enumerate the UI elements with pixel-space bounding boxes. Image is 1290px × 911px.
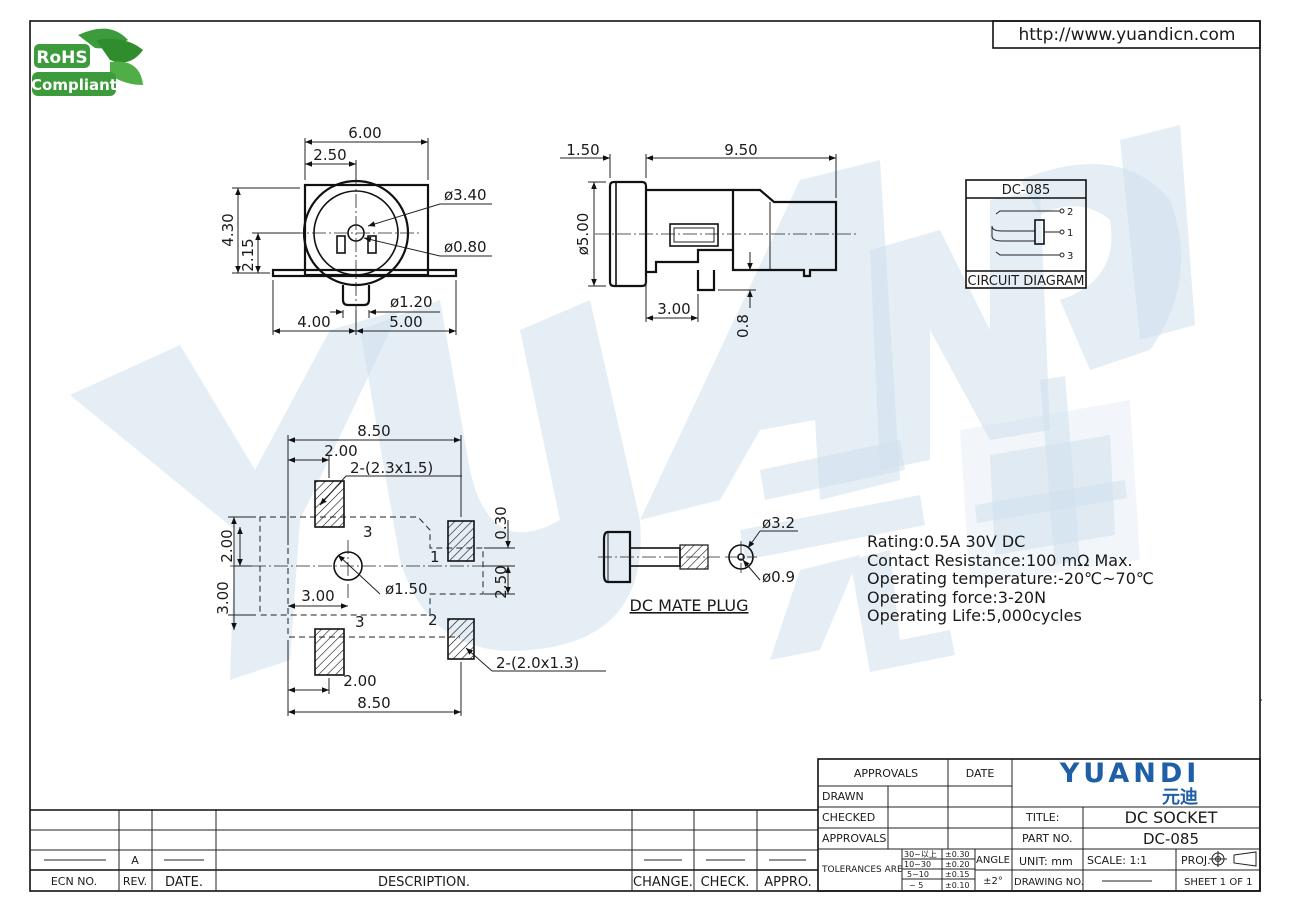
dim-pcb-dia-1-50: ø1.50	[385, 580, 428, 598]
tolerance-value-3: ±0.15	[945, 870, 970, 879]
pad-label-3-bottom: 3	[355, 613, 365, 631]
spec-contact-resistance: Contact Resistance:100 mΩ Max.	[867, 551, 1133, 570]
dim-dia-3-40: ø3.40	[444, 186, 487, 204]
dim-post-0-8: 0.8	[734, 314, 752, 338]
spec-operating-life: Operating Life:5,000cycles	[867, 606, 1082, 625]
dim-offset-2-50: 2.50	[313, 146, 346, 164]
label-drawn: DRAWN	[822, 790, 864, 803]
dim-center-2-15: 2.15	[239, 238, 257, 271]
label-title: TITLE:	[1025, 811, 1059, 824]
header-description: DESCRIPTION.	[378, 875, 470, 890]
dc-mate-plug: ø3.2 ø0.9 DC MATE PLUG	[598, 514, 798, 615]
label-tolerances: TOLERANCES ARE	[821, 865, 903, 875]
pin-1-label: 1	[1067, 228, 1073, 239]
revision-value: A	[131, 854, 139, 867]
dim-dia-5-00: ø5.00	[574, 213, 592, 256]
dim-post-offset-3-00: 3.00	[657, 300, 690, 318]
dim-plug-dia-0-9: ø0.9	[762, 568, 795, 586]
dim-dia-1-20: ø1.20	[390, 293, 433, 311]
compliant-label: Compliant	[31, 76, 117, 94]
rohs-logo: RoHS Compliant	[31, 28, 143, 96]
circuit-caption: CIRCUIT DIAGRAM	[968, 274, 1085, 289]
dim-height-4-30: 4.30	[219, 213, 237, 246]
pad-label-1: 1	[430, 548, 440, 566]
dim-pcb-2-50: 2.50	[492, 565, 510, 598]
tolerance-range-1: 30~以上	[904, 850, 937, 859]
pin-2-label: 2	[1067, 207, 1073, 218]
drawing-title: DC SOCKET	[1125, 808, 1218, 827]
front-view-dims: 6.00 2.50 4.30 2.15 ø3.40 ø0.80 ø1.20 4.…	[219, 124, 492, 335]
tolerance-value-4: ±0.10	[945, 881, 970, 890]
side-view-dims: 1.50 9.50 ø5.00 3.00 0.8	[560, 141, 837, 338]
spec-operating-temperature: Operating temperature:-20℃~70℃	[867, 569, 1154, 588]
dim-pad-size-bottom: 2-(2.0x1.3)	[496, 654, 579, 672]
dim-flange-1-50: 1.50	[566, 141, 599, 159]
dim-pcb-3-00-horiz: 3.00	[301, 587, 334, 605]
header-change: CHANGE.	[633, 875, 693, 890]
yuandi-logo-cn: 元迪	[1162, 787, 1198, 808]
header-date: DATE.	[165, 875, 203, 890]
sheet-info: SHEET 1 OF 1	[1184, 877, 1253, 888]
title-block: APPROVALS DATE DRAWN CHECKED APPROVALS T…	[817, 758, 1261, 892]
dim-pcb-pad-offset-top: 2.00	[324, 442, 357, 460]
dim-pcb-pad-offset-bottom: 2.00	[343, 672, 376, 690]
dim-pad-size-top: 2-(2.3x1.5)	[350, 459, 433, 477]
circuit-part-label: DC-085	[1002, 183, 1051, 198]
dim-pcb-width-top: 8.50	[357, 422, 390, 440]
label-scale: SCALE: 1:1	[1087, 854, 1147, 867]
dim-right-5-00: 5.00	[389, 313, 422, 331]
label-drawing-no: DRAWING NO.	[1014, 877, 1084, 888]
label-approvals-header: APPROVALS	[854, 767, 918, 780]
tolerance-value-2: ±0.20	[945, 860, 970, 869]
circuit-diagram: DC-085 CIRCUIT DIAGRAM 2 1 3	[965, 179, 1087, 289]
projection-symbol-icon	[1209, 851, 1257, 867]
label-angle: ANGLE	[976, 855, 1010, 866]
dim-length-9-50: 9.50	[724, 141, 757, 159]
dim-pcb-width-bottom: 8.50	[357, 694, 390, 712]
pcb-layout-dims: 8.50 2.00 2-(2.3x1.5) 0.30 2.50 2.00 3.0…	[214, 422, 606, 716]
website-url[interactable]: http://www.yuandicn.com	[1018, 25, 1235, 45]
label-unit: UNIT: mm	[1019, 855, 1073, 868]
dim-pcb-2-00-vert: 2.00	[218, 529, 236, 562]
side-view	[595, 180, 856, 292]
label-date-header: DATE	[966, 767, 995, 780]
plug-caption: DC MATE PLUG	[630, 596, 749, 615]
url-box	[992, 20, 1261, 49]
spec-rating: Rating:0.5A 30V DC	[867, 532, 1025, 551]
label-part-no: PART NO.	[1022, 832, 1072, 845]
dim-width-6-00: 6.00	[348, 124, 381, 142]
tolerance-range-4: ~ 5	[909, 881, 923, 890]
yuandi-watermark	[70, 125, 1195, 680]
yuandi-logo-text: YUANDI	[1059, 758, 1201, 789]
tolerance-value-1: ±0.30	[945, 850, 970, 859]
angle-value: ±2°	[983, 876, 1003, 887]
header-ecn-no: ECN NO.	[51, 875, 97, 888]
header-rev: REV.	[123, 875, 147, 888]
header-appro: APPRO.	[764, 875, 811, 890]
dim-plug-dia-3-2: ø3.2	[762, 514, 795, 532]
revision-block: A ECN NO. REV. DATE. DESCRIPTION. CHANGE…	[30, 809, 818, 891]
pin-3-label: 3	[1067, 251, 1073, 262]
dim-pcb-0-30: 0.30	[492, 506, 510, 539]
tolerance-range-3: 5~10	[907, 870, 929, 879]
label-checked: CHECKED	[822, 811, 875, 824]
tolerance-range-2: 10~30	[904, 860, 931, 869]
dim-dia-0-80: ø0.80	[444, 238, 487, 256]
part-number: DC-085	[1143, 830, 1199, 848]
label-approvals: APPROVALS	[822, 832, 886, 845]
rohs-label: RoHS	[36, 48, 87, 68]
pad-label-2: 2	[428, 611, 438, 629]
pcb-layout: 3 1 3 2	[230, 480, 505, 676]
front-view	[271, 172, 458, 310]
spec-operating-force: Operating force:3-20N	[867, 588, 1046, 607]
label-proj: PROJ.	[1181, 854, 1211, 867]
dim-pcb-3-00-vert: 3.00	[214, 581, 232, 614]
pad-label-3-top: 3	[363, 523, 373, 541]
dim-left-4-00: 4.00	[297, 313, 330, 331]
specifications: Rating:0.5A 30V DC Contact Resistance:10…	[867, 532, 1154, 625]
sheet-border	[29, 20, 1261, 892]
header-check: CHECK.	[701, 875, 750, 890]
